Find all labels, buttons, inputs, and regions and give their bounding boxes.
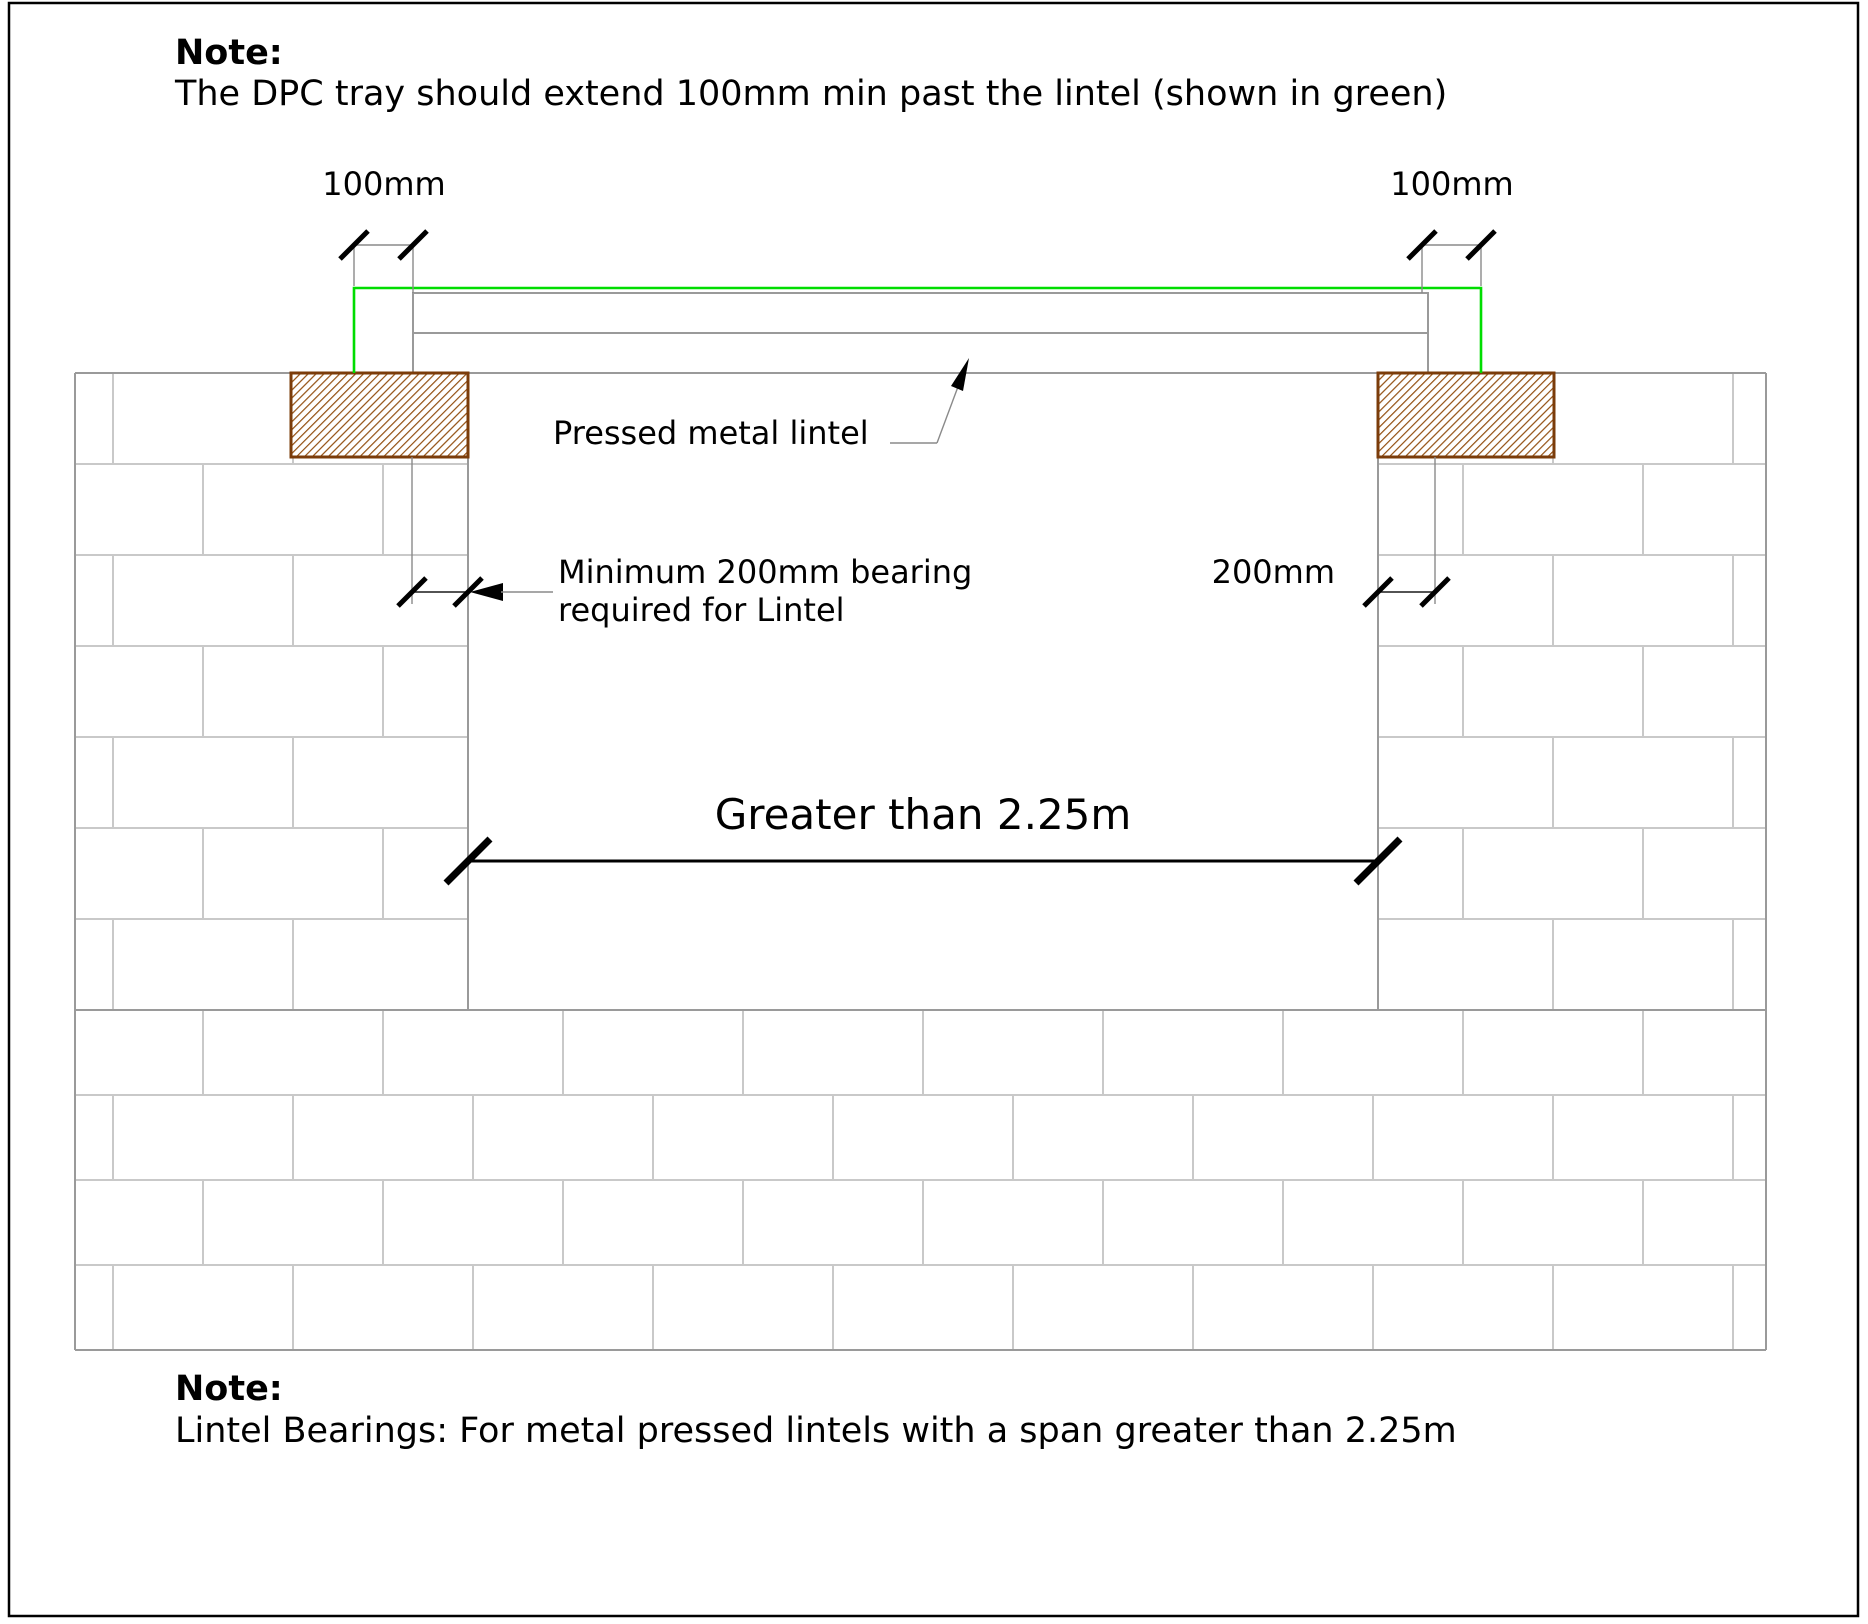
pressed-metal-lintel-profile	[412, 292, 1429, 374]
dim-bearing-right	[1362, 457, 1451, 608]
lintel-label: Pressed metal lintel	[553, 414, 869, 452]
dpc-tray-line	[352, 286, 1483, 373]
wall-outline	[74, 372, 1767, 1351]
bearing-block-left	[289, 371, 470, 459]
lintel-leader	[890, 358, 969, 444]
page-border	[7, 1, 1860, 1618]
bearing-block-right	[1376, 371, 1556, 459]
dim-dpc-overhang-left	[338, 229, 429, 293]
dim-label-100mm-left: 100mm	[322, 165, 446, 203]
note-top-title: Note:	[175, 33, 283, 73]
note-bottom-title: Note:	[175, 1369, 283, 1409]
bearing-arrowhead	[470, 583, 503, 601]
dim-opening-span	[443, 836, 1403, 886]
lintel-arrowhead	[951, 358, 969, 391]
opening-span-label: Greater than 2.25m	[714, 790, 1132, 839]
note-bottom-body: Lintel Bearings: For metal pressed linte…	[175, 1411, 1457, 1451]
dim-dpc-overhang-right	[1406, 229, 1497, 293]
dim-label-200mm-right: 200mm	[1211, 553, 1335, 591]
dim-label-100mm-right: 100mm	[1390, 165, 1514, 203]
bearing-note-label: Minimum 200mm bearing required for Linte…	[558, 553, 973, 629]
brick-wall-joints	[75, 373, 1766, 1350]
dim-bearing-left	[396, 457, 553, 608]
note-top-body: The DPC tray should extend 100mm min pas…	[175, 74, 1448, 114]
